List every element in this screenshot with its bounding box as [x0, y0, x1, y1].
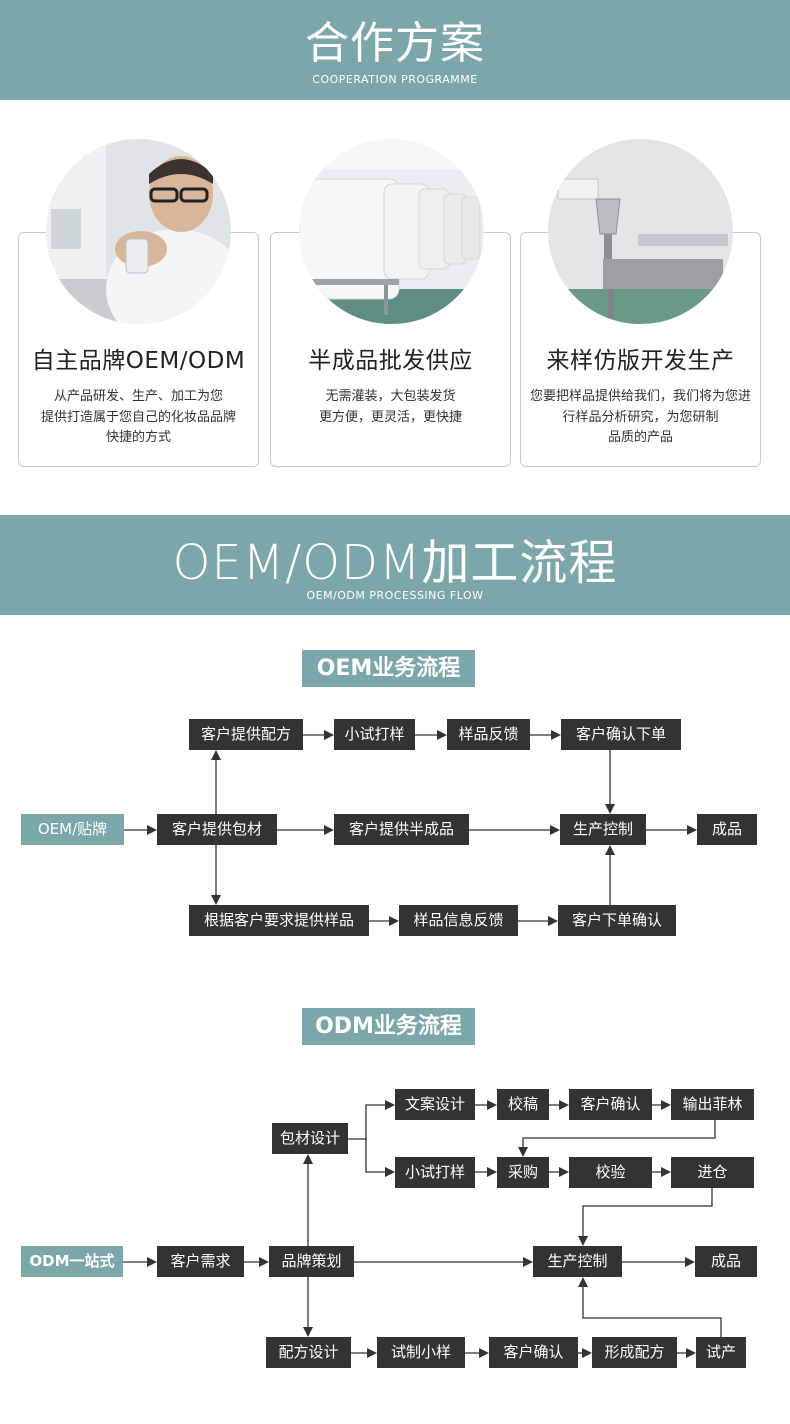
odm-arrow — [578, 1188, 713, 1246]
card-desc-line: 行样品分析研究，为您研制 — [562, 409, 719, 425]
odm-node-finished: 成品 — [695, 1246, 757, 1277]
odm-node-warehouse: 进仓 — [671, 1157, 754, 1188]
odm-node-brand-planning: 品牌策划 — [269, 1246, 354, 1277]
card-desc: 从产品研发、生产、加工为您 提供打造属于您自己的化妆品品牌 快捷的方式 — [27, 387, 250, 449]
odm-node-purchase: 采购 — [497, 1157, 549, 1188]
oem-node-provide-semi: 客户提供半成品 — [334, 814, 469, 845]
odm-node-output-film: 输出菲林 — [671, 1089, 754, 1120]
oem-node-provide-packaging: 客户提供包材 — [157, 814, 277, 845]
odm-node-trial-sample: 试制小样 — [377, 1337, 465, 1368]
oem-node-production-control: 生产控制 — [560, 814, 646, 845]
lab-technician-photo — [46, 139, 231, 324]
card-desc: 无需灌装，大包装发货 更方便，更灵活，更快捷 — [279, 387, 502, 428]
header-banner: 合作方案 COOPERATION PROGRAMME — [0, 0, 790, 100]
odm-node-small-trial: 小试打样 — [395, 1157, 475, 1188]
odm-arrow — [578, 1277, 722, 1337]
card-title: 来样仿版开发生产 — [546, 348, 735, 374]
card-desc-line: 更方便，更灵活，更快捷 — [318, 409, 462, 425]
odm-section-tag: ODM业务流程 — [302, 1008, 475, 1045]
page-subtitle: COOPERATION PROGRAMME — [312, 73, 478, 86]
card-desc-line: 无需灌装，大包装发货 — [325, 389, 456, 404]
oem-node-provide-formula: 客户提供配方 — [189, 719, 303, 750]
process-banner: OEM/ODM加工流程 OEM/ODM PROCESSING FLOW — [0, 515, 790, 615]
oem-node-provide-sample: 根据客户要求提供样品 — [189, 905, 369, 936]
filling-machine-photo — [548, 139, 733, 324]
oem-node-confirm-order: 客户确认下单 — [561, 719, 681, 750]
odm-arrow — [518, 1120, 716, 1157]
page-title: 合作方案 — [305, 18, 485, 69]
odm-start-node: ODM一站式 — [21, 1246, 123, 1277]
oem-node-sample-feedback: 样品反馈 — [447, 719, 530, 750]
oem-node-order-confirm: 客户下单确认 — [558, 905, 676, 936]
card-desc: 您要把样品提供给我们，我们将为您进 行样品分析研究，为您研制 品质的产品 — [529, 387, 752, 449]
odm-arrow — [365, 1139, 395, 1177]
odm-node-formula-design: 配方设计 — [266, 1337, 351, 1368]
odm-node-packaging-design: 包材设计 — [272, 1123, 348, 1154]
odm-node-form-formula: 形成配方 — [592, 1337, 677, 1368]
odm-node-customer-confirm-2: 客户确认 — [489, 1337, 578, 1368]
odm-node-trial-production: 试产 — [696, 1337, 746, 1368]
oem-node-sample-info-feedback: 样品信息反馈 — [399, 905, 518, 936]
odm-node-inspection: 校验 — [569, 1157, 652, 1188]
card-title: 自主品牌OEM/ODM — [31, 348, 246, 374]
oem-node-finished: 成品 — [697, 814, 757, 845]
card-desc-line: 您要把样品提供给我们，我们将为您进 — [529, 389, 751, 404]
card-title: 半成品批发供应 — [308, 348, 473, 374]
card-desc-line: 品质的产品 — [607, 430, 673, 445]
odm-node-customer-confirm-1: 客户确认 — [569, 1089, 652, 1120]
card-desc-line: 提供打造属于您自己的化妆品品牌 — [40, 409, 236, 425]
odm-arrow — [348, 1100, 395, 1140]
card-desc-line: 快捷的方式 — [105, 430, 171, 445]
process-subtitle: OEM/ODM PROCESSING FLOW — [306, 589, 484, 602]
oem-start-node: OEM/贴牌 — [21, 814, 124, 845]
card-desc-line: 从产品研发、生产、加工为您 — [53, 389, 223, 404]
storage-tanks-photo — [299, 139, 484, 324]
odm-node-copy-design: 文案设计 — [395, 1089, 475, 1120]
odm-node-production-control: 生产控制 — [533, 1246, 622, 1277]
odm-node-proofread: 校稿 — [497, 1089, 549, 1120]
oem-section-tag: OEM业务流程 — [302, 650, 475, 687]
odm-node-customer-demand: 客户需求 — [157, 1246, 244, 1277]
process-title: OEM/ODM加工流程 — [172, 535, 618, 591]
oem-node-small-trial: 小试打样 — [334, 719, 415, 750]
